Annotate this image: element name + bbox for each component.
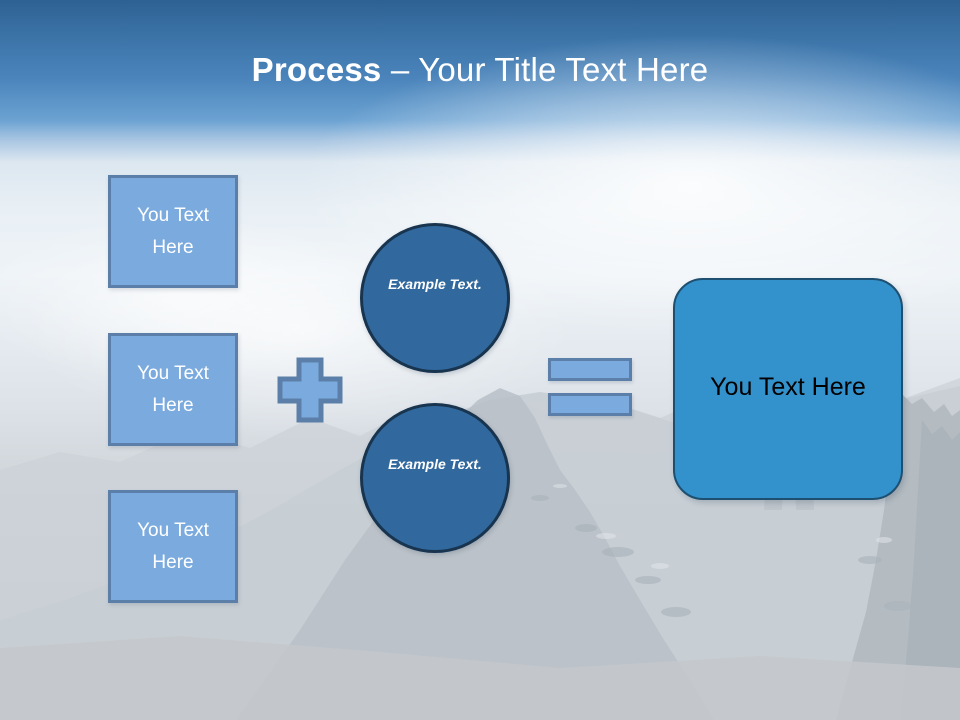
page-title-bold: Process [251, 51, 391, 88]
input-box-1-label: You Text Here [137, 204, 209, 258]
equals-icon [548, 358, 632, 416]
input-box-2-label: You Text Here [137, 362, 209, 416]
equals-bar-top [548, 358, 632, 381]
page-title-separator: – [390, 51, 419, 88]
input-box-3[interactable]: You Text Here [108, 490, 238, 603]
result-box-label: You Text Here [710, 373, 866, 401]
circle-node-1-label: Example Text. [388, 276, 482, 292]
input-box-1[interactable]: You Text Here [108, 175, 238, 288]
page-title: Process – Your Title Text Here [0, 50, 960, 90]
plus-icon [277, 357, 343, 423]
result-box[interactable]: You Text Here [673, 278, 903, 500]
circle-node-2-label: Example Text. [388, 456, 482, 472]
page-title-rest: Your Title Text Here [418, 51, 709, 88]
circle-node-2[interactable]: Example Text. [360, 403, 510, 553]
equals-bar-bottom [548, 393, 632, 416]
circle-node-1[interactable]: Example Text. [360, 223, 510, 373]
input-box-3-label: You Text Here [137, 519, 209, 573]
input-box-2[interactable]: You Text Here [108, 333, 238, 446]
